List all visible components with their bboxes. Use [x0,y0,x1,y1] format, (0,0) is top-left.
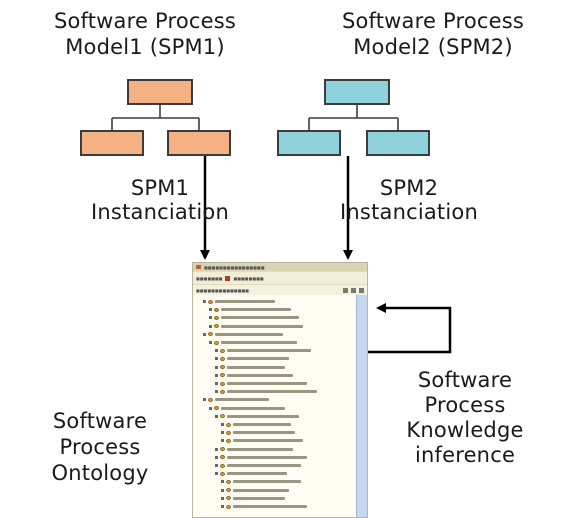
spm1-title-line2: Model1 (SPM1) [65,35,225,59]
ontology-tree-row [215,365,285,370]
spm2-child-node-left [277,130,341,156]
ontology-tree-row [203,299,275,304]
spm1-child-node-right [167,130,231,156]
ontology-tree-row [215,463,301,468]
inference-loop-arrow [368,303,452,354]
spm1-title: Software Process Model1 (SPM1) [0,8,290,60]
ontology-tree-row [221,438,303,443]
ontology-tree-row [209,315,299,320]
spm2-tree-connector [308,105,399,130]
ontology-tree-row [215,389,317,394]
ontology-tree-row [209,340,297,345]
ontology-tree-row [215,381,307,386]
spm1-inst-line1: SPM1 [130,176,190,200]
spm2-inst-line1: SPM2 [379,176,439,200]
spm2-title: Software Process Model2 (SPM2) [290,8,576,60]
ontology-tree-row [215,356,289,361]
ontology-editor-screenshot: ■■■■■■■■■■■■■■■■ ■■■■■■■■■■■■■■■ ■■■■■■■… [192,262,368,518]
ontology-label: Software Process Ontology [20,408,180,486]
spm2-inst-line2: Instanciation [340,200,478,224]
ontology-tree-row [215,455,307,460]
spm1-instanciation-label: SPM1 Instanciation [60,176,260,224]
inference-label: Software Process Knowledge inference [375,368,555,468]
inference-line2: Process [424,393,506,417]
spm2-root-node [324,79,390,105]
spm2-title-line1: Software Process [341,9,525,33]
ontology-tree-row [215,348,311,353]
ontology-tree-row [203,332,283,337]
ontology-tree-row [209,406,285,411]
ontology-tree-row [209,324,303,329]
ontology-tree-row [215,447,293,452]
ontology-line2: Process [59,435,141,459]
ontology-class-tree [193,295,357,517]
ontology-tree-row [221,422,291,427]
ontology-editor-titlebar: ■■■■■■■■■■■■■■■■ [193,263,367,271]
spm2-child-node-right [366,130,430,156]
ontology-tree-row [221,430,295,435]
ontology-tree-row [203,397,269,402]
inference-line3: Knowledge [406,418,524,442]
ontology-tree-row [221,488,289,493]
ontology-tree-row [209,307,291,312]
ontology-tree-row [221,496,285,501]
ontology-line3: Ontology [51,461,149,485]
spm2-title-line2: Model2 (SPM2) [353,35,513,59]
ontology-editor-panel-header: ■■■■■■■■■■■■■■ [193,285,367,295]
ontology-tree-row [221,479,301,484]
spm1-inst-line2: Instanciation [91,200,229,224]
spm1-title-line1: Software Process [53,9,237,33]
spm1-child-node-left [80,130,144,156]
ontology-editor-toolbar: ■■■■■■■■■■■■■■■ [193,271,367,285]
spm2-instanciation-label: SPM2 Instanciation [302,176,516,224]
ontology-tree-scrollbar [356,295,367,517]
spm1-tree-connector [111,105,200,130]
ontology-tree-row [215,414,299,419]
ontology-tree-row [215,471,287,476]
ontology-tree-row [215,373,293,378]
ontology-tree-row [221,504,307,509]
inference-line1: Software [417,368,513,392]
ontology-line1: Software [52,409,148,433]
spm1-root-node [127,79,193,105]
inference-line4: inference [414,443,516,467]
